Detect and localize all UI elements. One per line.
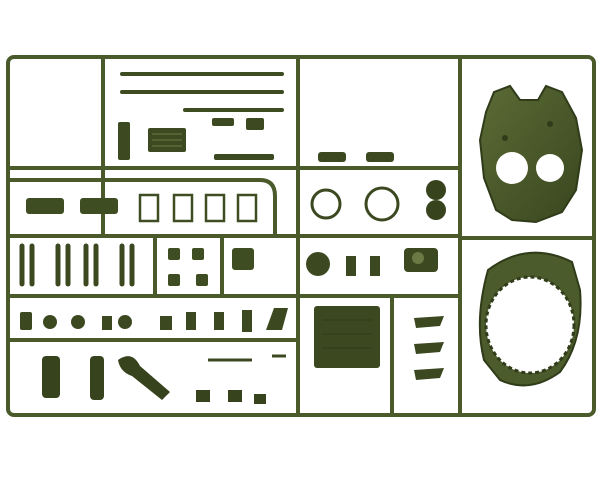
detail-parts [168,248,254,286]
sprue-frame [6,55,596,417]
long-rods [120,72,284,112]
bottom-parts [42,356,266,404]
turret-top [478,84,584,224]
frames-parts [138,193,258,223]
center-parts [306,152,438,368]
mantlet-parts [414,316,444,380]
vertical-parts [19,243,135,287]
grille-parts [118,118,274,160]
turret-hatch-openings [496,152,564,184]
lower-left-parts [20,308,288,332]
small-parts-left [26,198,118,214]
